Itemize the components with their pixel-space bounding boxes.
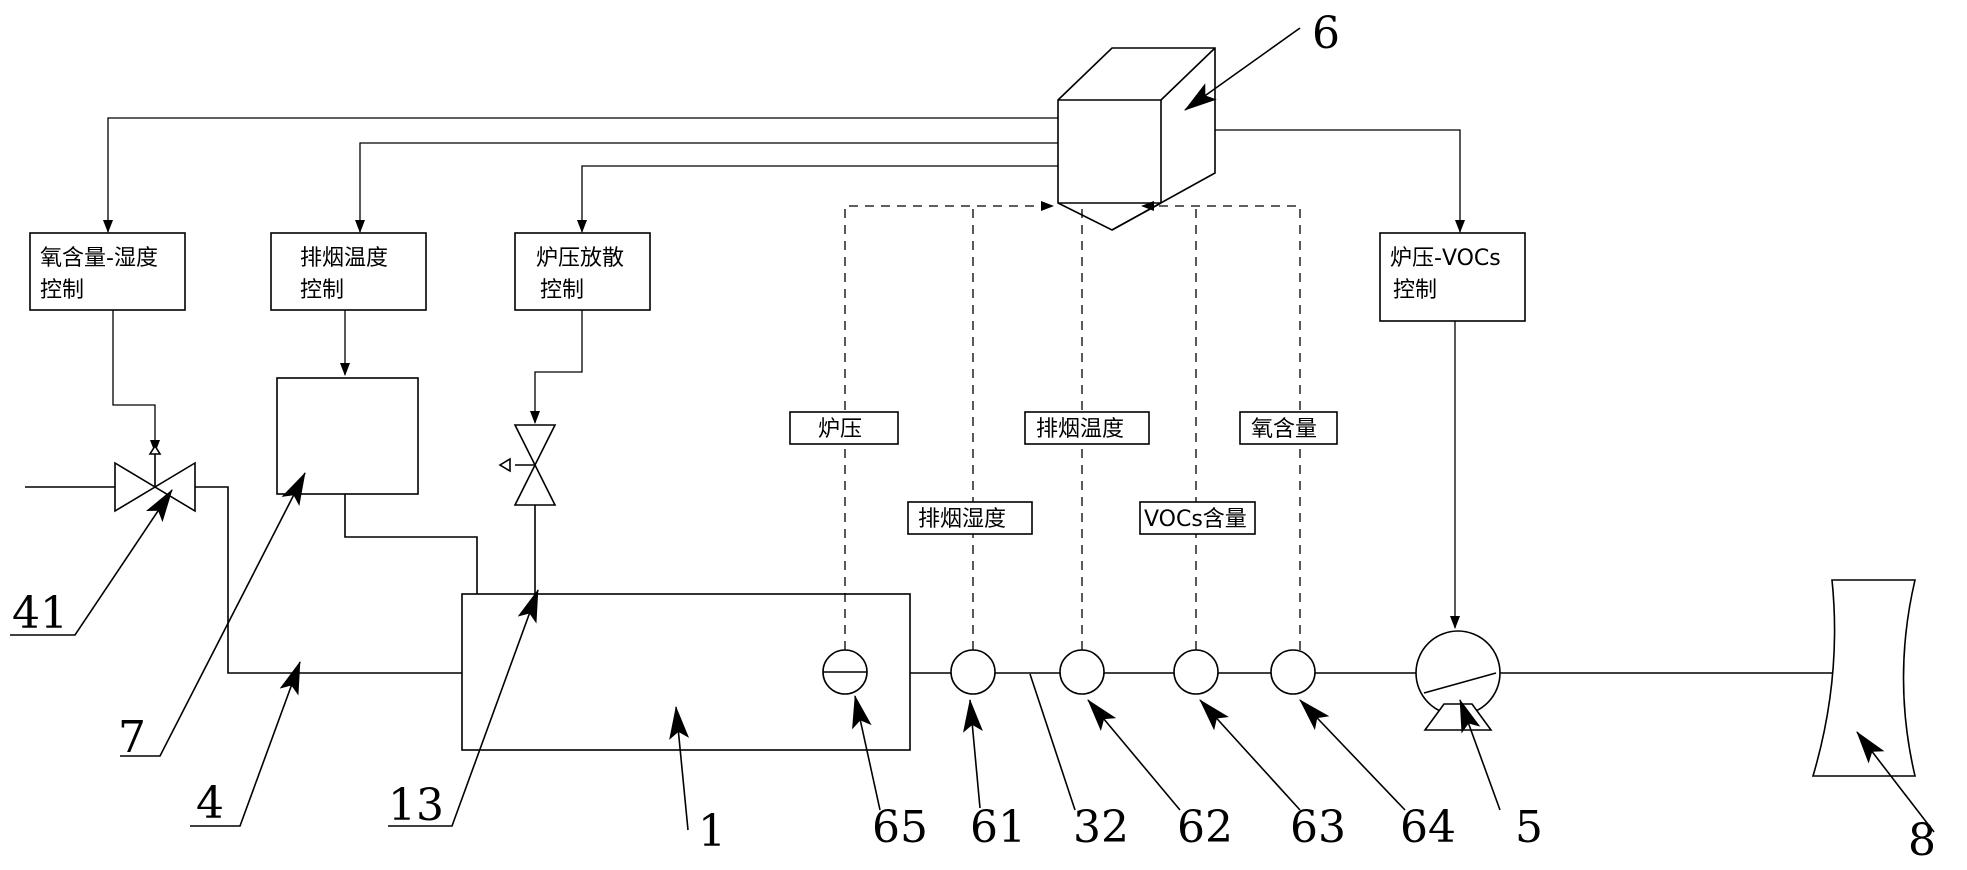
exhaust-temp-control-line2: 控制 [300,278,344,303]
sensor-exhaust-temp [1059,649,1105,695]
sensor-furnace-pressure [822,649,868,695]
sensor-oxygen [1270,649,1316,695]
ref-13: 13 [388,780,444,831]
fan [1415,630,1501,731]
furnace-pressure-release-line1: 炉压放散 [536,246,624,271]
oxygen-humidity-control-line2: 控制 [40,278,84,303]
control-signal-lines [103,117,1465,233]
ref-62: 62 [1177,802,1233,853]
ref-4: 4 [196,778,224,829]
label-vocs-content: VOCs含量 [1139,501,1256,535]
sensor-vocs [1173,649,1219,695]
ref-41: 41 [12,588,68,639]
ref-61: 61 [970,802,1026,853]
inlet-valve [25,444,196,513]
ref-64: 64 [1400,802,1456,853]
ref-6: 6 [1312,8,1340,59]
ref-7: 7 [118,712,146,763]
furnace-pressure-vocs-control-box: 炉压-VOCs 控制 [1379,232,1526,322]
chimney [1811,579,1917,777]
label-exhaust-humidity: 排烟湿度 [907,501,1033,535]
sensors [822,649,1316,695]
svg-text:排烟温度: 排烟温度 [1036,417,1124,442]
exhaust-temp-control-line1: 排烟温度 [300,246,388,271]
svg-text:VOCs含量: VOCs含量 [1144,507,1247,532]
exhaust-temp-control-box: 排烟温度 控制 [270,232,427,311]
controller-box [1057,47,1216,231]
control-output-lines [112,310,1460,629]
ref-5: 5 [1515,802,1543,853]
svg-text:炉压: 炉压 [818,417,862,442]
svg-text:氧含量: 氧含量 [1251,417,1317,442]
oxygen-humidity-control-line1: 氧含量-湿度 [40,246,158,271]
leader-lines [10,27,1935,833]
label-oxygen-content: 氧含量 [1239,411,1338,445]
heat-exchange-unit [276,377,419,495]
label-furnace-pressure: 炉压 [789,411,899,445]
oxygen-humidity-control-box: 氧含量-湿度 控制 [29,232,186,311]
ref-32: 32 [1073,802,1129,853]
reference-numbers: 6 41 7 4 13 1 65 61 32 62 63 64 5 8 [12,8,1936,866]
label-exhaust-temp: 排烟温度 [1024,411,1150,445]
sensor-signal-lines [844,201,1301,650]
ref-65: 65 [872,802,928,853]
furnace-pressure-release-control-box: 炉压放散 控制 [514,232,651,311]
ref-1: 1 [698,806,726,857]
svg-text:排烟湿度: 排烟湿度 [918,507,1006,532]
furnace-pressure-release-line2: 控制 [540,278,584,303]
sensor-exhaust-humidity [950,649,996,695]
ref-8: 8 [1908,815,1936,866]
furnace-pressure-vocs-line1: 炉压-VOCs [1390,246,1501,271]
ref-63: 63 [1290,802,1346,853]
vent-valve [498,424,557,506]
furnace-pressure-vocs-line2: 控制 [1393,278,1437,303]
